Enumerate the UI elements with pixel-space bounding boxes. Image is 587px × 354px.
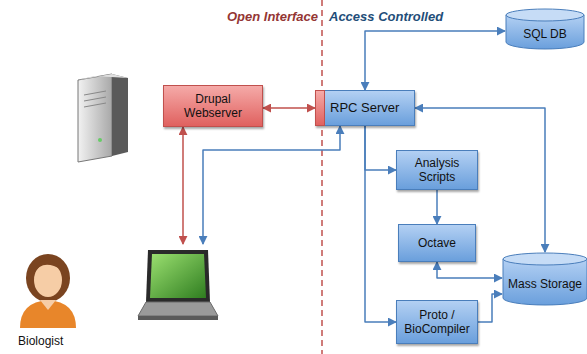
connector-arrow <box>365 31 505 90</box>
connector-arrow <box>263 107 315 109</box>
connector-arrow <box>478 294 502 322</box>
boundary-line <box>321 0 323 354</box>
node-label: RPC Server <box>330 100 399 116</box>
rpc-server-box: RPC Server <box>315 90 415 126</box>
connector-arrow <box>203 126 340 244</box>
storage-cylinder: Mass Storage <box>502 252 587 306</box>
connector-arrow <box>365 126 396 322</box>
figure-label: Biologist <box>18 334 63 348</box>
zone-heading: Open Interface <box>227 9 318 24</box>
process-box: Octave <box>398 224 476 262</box>
zone-heading: Access Controlled <box>329 9 443 24</box>
connector-arrow <box>437 262 502 278</box>
connector-arrow <box>182 127 184 244</box>
database-cylinder: SQL DB <box>505 8 585 50</box>
node-label: SQL DB <box>523 27 567 41</box>
server-icon <box>78 74 128 162</box>
connector-arrow <box>365 126 396 170</box>
process-box: Proto / BioCompiler <box>396 300 478 344</box>
node-label: Mass Storage <box>508 277 582 291</box>
node-label: Analysis Scripts <box>402 156 472 185</box>
open-interface-strip <box>315 90 325 126</box>
web-server-box: Drupal Webserver <box>163 85 263 127</box>
process-box: Analysis Scripts <box>396 150 478 190</box>
connector-arrow <box>436 190 438 224</box>
node-label: Drupal Webserver <box>169 92 257 121</box>
node-label: Octave <box>418 236 456 250</box>
node-label: Proto / BioCompiler <box>402 308 472 337</box>
user-figure: Biologist <box>12 244 222 350</box>
